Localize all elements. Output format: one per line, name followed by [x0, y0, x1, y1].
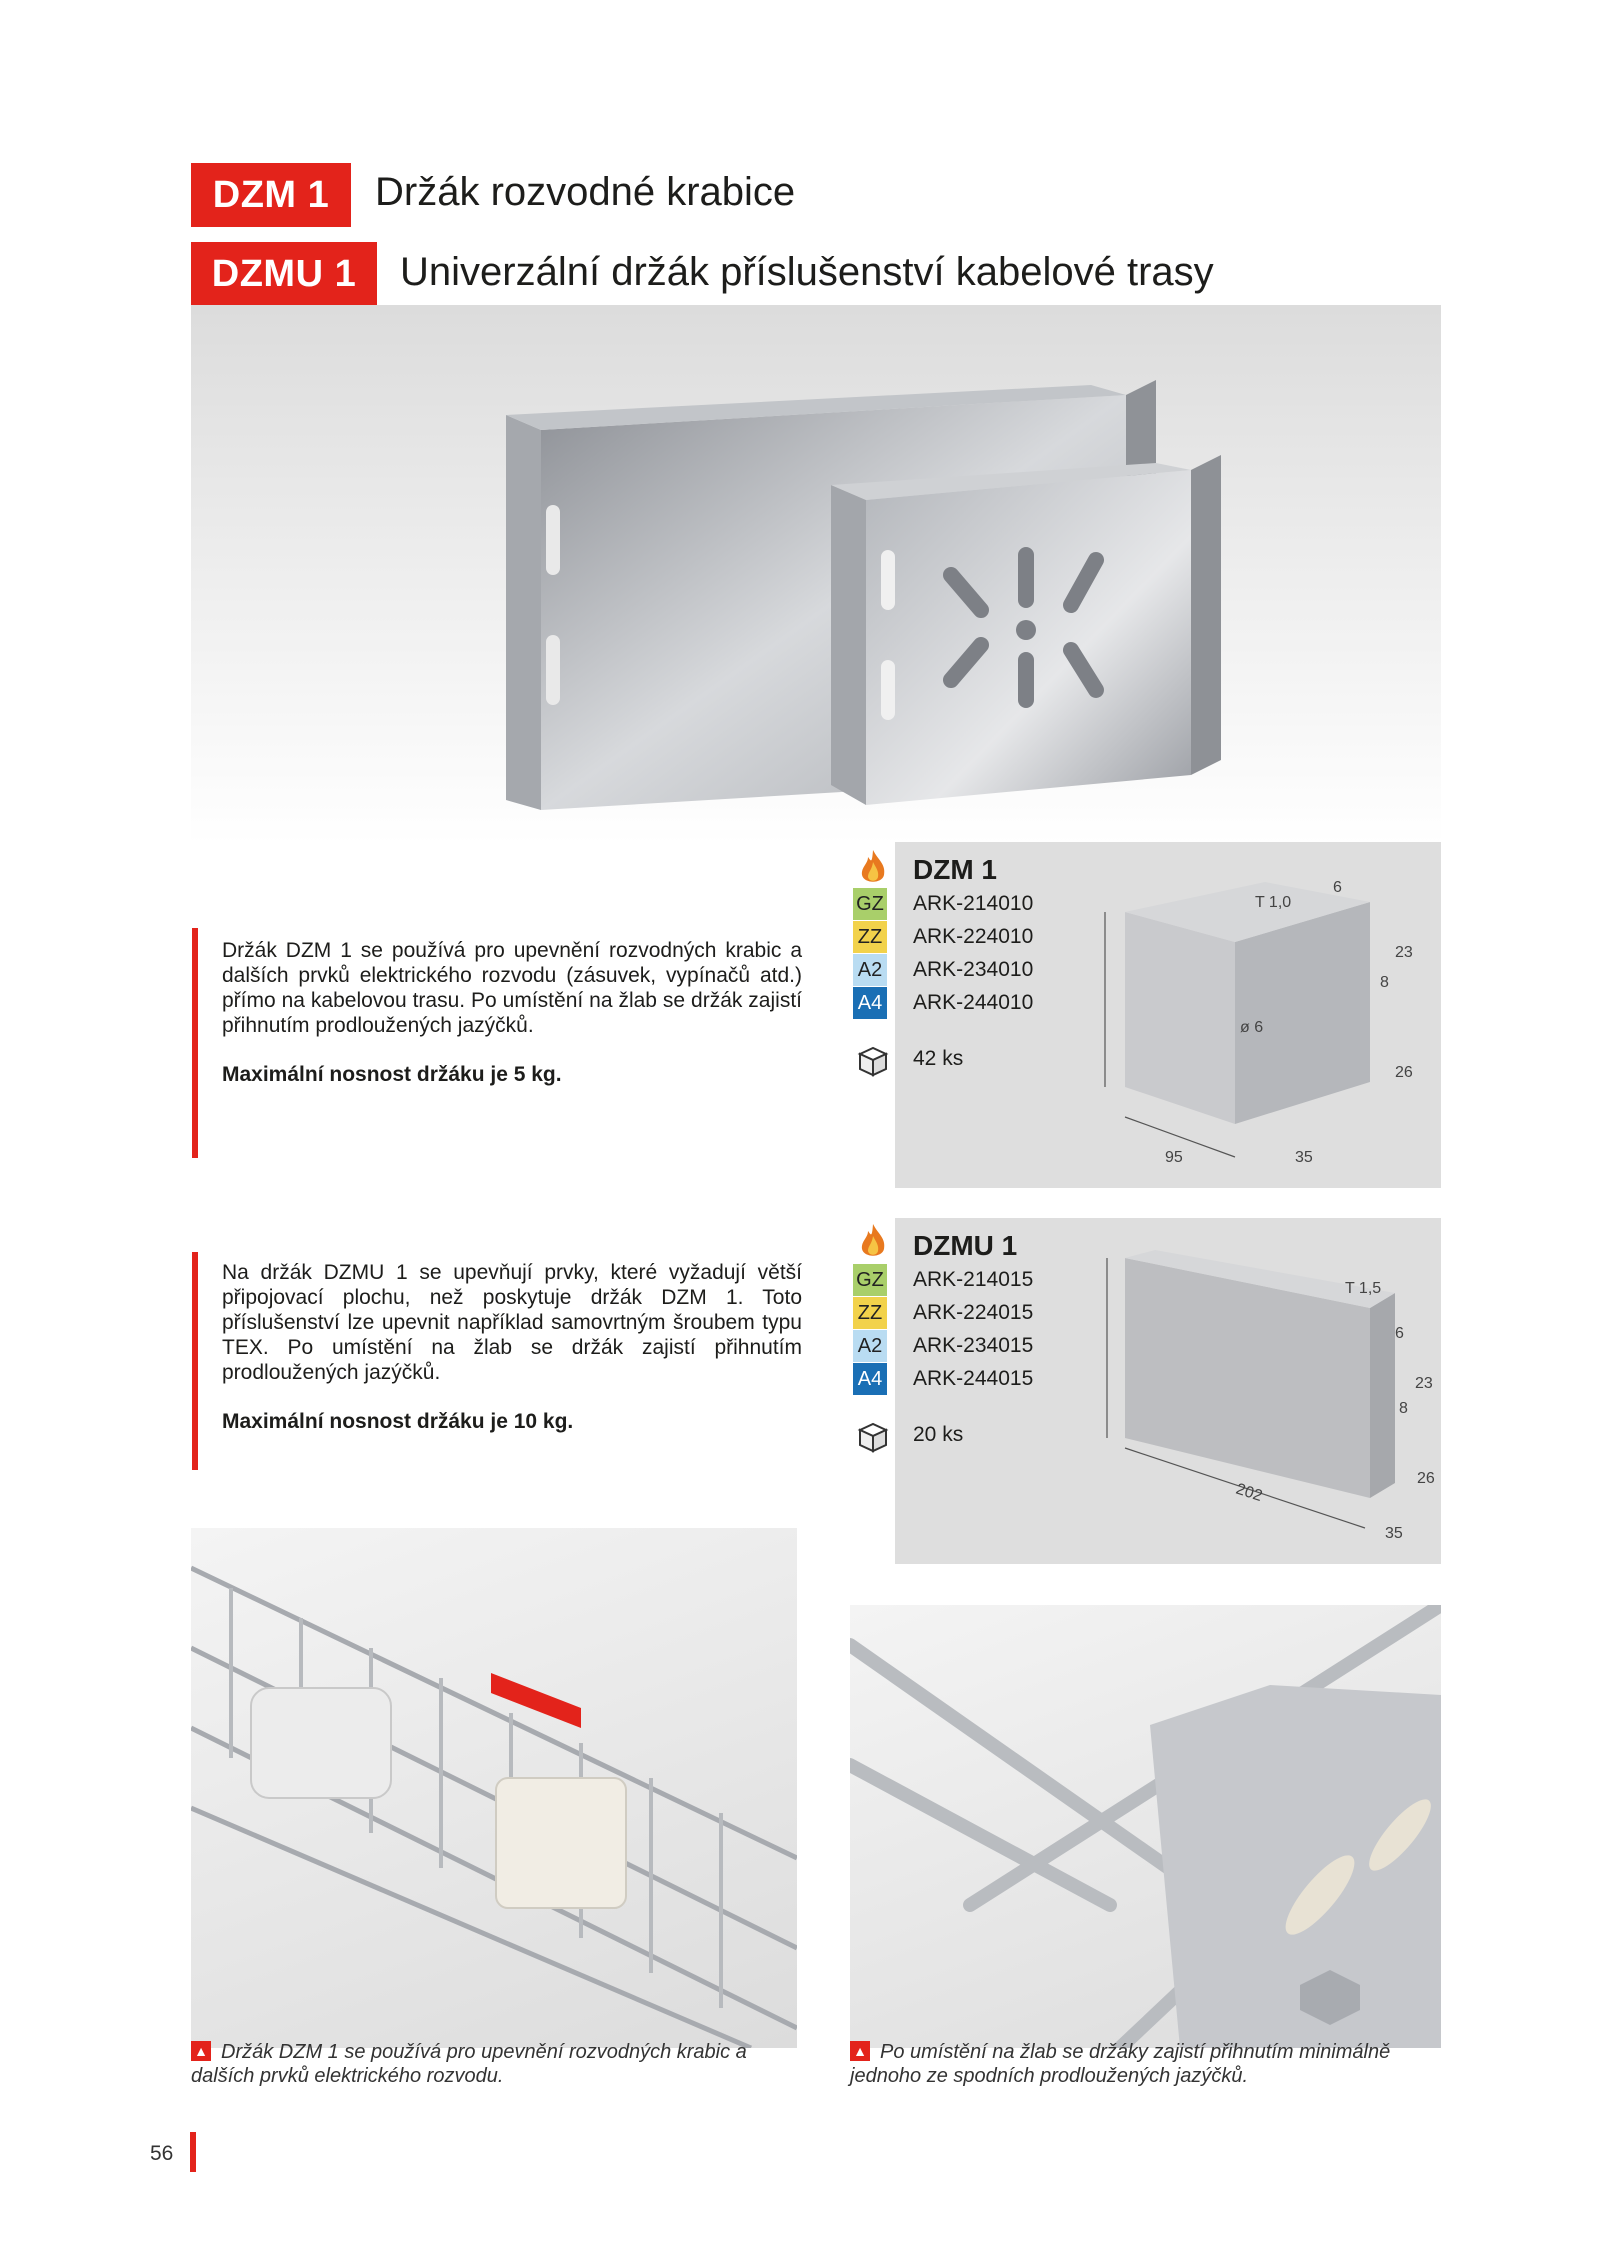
fire-icon — [858, 1222, 888, 1260]
dzmu1-dim-d3: 26 — [1417, 1470, 1435, 1487]
cable-tray-illustration — [189, 1565, 799, 2051]
dzmu1-code-gz: GZ — [853, 1264, 887, 1296]
dzm1-dim-height: 80 — [1095, 994, 1097, 1012]
dzm1-dim-slot: 6 — [1333, 879, 1342, 896]
caption-left: ▲Držák DZM 1 se používá pro upevnění roz… — [191, 2040, 801, 2088]
heading-tag-dzm1: DZM 1 — [191, 163, 351, 227]
package-box-icon — [856, 1420, 890, 1454]
hero-product-image — [191, 305, 1441, 845]
dzmu1-code-zz: ZZ — [853, 1297, 887, 1329]
dzmu1-article-zz: ARK-224015 — [913, 1301, 1034, 1324]
dzmu1-dimension-drawing: 100 202 35 T 1,5 6 23 8 26 — [1095, 1250, 1435, 1542]
dzm1-article-gz: ARK-214010 — [913, 892, 1034, 915]
dzmu1-spec-title: DZMU 1 — [913, 1230, 1018, 1261]
dzm1-max-load: Maximální nosnost držáku je 5 kg. — [222, 1063, 562, 1086]
dzm1-article-a4: ARK-244010 — [913, 991, 1034, 1014]
dzmu1-article-a2: ARK-234015 — [913, 1334, 1034, 1357]
caption-arrow-up-icon: ▲ — [191, 2041, 211, 2061]
dzm1-article-zz: ARK-224010 — [913, 925, 1034, 948]
caption-arrow-up-icon: ▲ — [850, 2041, 870, 2061]
dzm1-dim-d3: 26 — [1395, 1064, 1413, 1081]
dzm1-code-a4: A4 — [853, 987, 887, 1019]
dzmu1-dim-slot: 6 — [1395, 1325, 1404, 1342]
dzmu1-code-a2: A2 — [853, 1330, 887, 1362]
heading-title-dzmu1: Univerzální držák příslušenství kabelové… — [400, 250, 1214, 294]
caption-right: ▲Po umístění na žlab se držáky zajistí p… — [850, 2040, 1441, 2088]
dzmu1-dim-d2: 8 — [1399, 1400, 1408, 1417]
dzm1-dim-width: 95 — [1165, 1149, 1183, 1166]
dzmu1-description: Na držák DZMU 1 se upevňují prvky, které… — [222, 1261, 802, 1384]
bracket-detail-illustration — [843, 1598, 1448, 2055]
dzm1-dim-hole: ø 6 — [1240, 1019, 1263, 1036]
dzmu1-article-a4: ARK-244015 — [913, 1367, 1034, 1390]
dzmu1-spec-box: DZMU 1 GZ ARK-214015 ZZ ARK-224015 A2 AR… — [853, 1218, 1441, 1564]
dzmu1-text-accent-bar — [192, 1252, 198, 1470]
page-number: 56 — [150, 2142, 174, 2165]
dzmu1-dim-height: 100 — [1095, 1331, 1099, 1358]
heading-title-dzm1: Držák rozvodné krabice — [375, 170, 796, 214]
dzmu1-article-gz: ARK-214015 — [913, 1268, 1034, 1291]
dzm1-spec-title: DZM 1 — [913, 854, 997, 885]
dzm1-dim-d1: 23 — [1395, 944, 1413, 961]
dzmu1-package-count: 20 ks — [913, 1423, 964, 1446]
fire-icon — [858, 848, 888, 886]
heading-tag-dzmu1: DZMU 1 — [191, 242, 377, 306]
dzm1-text-accent-bar — [192, 928, 198, 1158]
dzm1-package-count: 42 ks — [913, 1047, 964, 1070]
caption-left-text: Držák DZM 1 se používá pro upevnění rozv… — [191, 2041, 747, 2087]
caption-right-text: Po umístění na žlab se držáky zajistí př… — [850, 2041, 1391, 2087]
dzmu1-dim-width: 202 — [1234, 1481, 1265, 1505]
dzm1-dim-thickness: T 1,0 — [1255, 894, 1291, 911]
photo-bracket-detail — [843, 1598, 1448, 2055]
hero-brackets-illustration — [506, 380, 1221, 810]
dzmu1-dim-depth: 35 — [1385, 1525, 1403, 1542]
dzm1-spec-box: DZM 1 GZ ARK-214010 ZZ ARK-224010 A2 ARK… — [853, 842, 1441, 1188]
page-number-accent-bar — [190, 2132, 196, 2172]
dzm1-article-a2: ARK-234010 — [913, 958, 1034, 981]
dzmu1-max-load: Maximální nosnost držáku je 10 kg. — [222, 1410, 574, 1433]
dzm1-dim-d2: 8 — [1380, 974, 1389, 991]
dzm1-dim-depth: 35 — [1295, 1149, 1313, 1166]
photo-cable-tray-with-boxes — [189, 1528, 799, 2051]
dzmu1-description-block: Na držák DZMU 1 se upevňují prvky, které… — [222, 1260, 802, 1434]
dzm1-dimension-drawing: 80 95 35 T 1,0 ø 6 6 23 8 26 — [1095, 879, 1413, 1166]
dzm1-code-a2: A2 — [853, 954, 887, 986]
dzm1-description-block: Držák DZM 1 se používá pro upevnění rozv… — [222, 938, 802, 1087]
dzm1-description: Držák DZM 1 se používá pro upevnění rozv… — [222, 939, 802, 1037]
package-box-icon — [856, 1044, 890, 1078]
dzmu1-dim-thickness: T 1,5 — [1345, 1280, 1381, 1297]
dzm1-code-zz: ZZ — [853, 921, 887, 953]
dzmu1-code-a4: A4 — [853, 1363, 887, 1395]
dzm1-code-gz: GZ — [853, 888, 887, 920]
dzmu1-dim-d1: 23 — [1415, 1375, 1433, 1392]
